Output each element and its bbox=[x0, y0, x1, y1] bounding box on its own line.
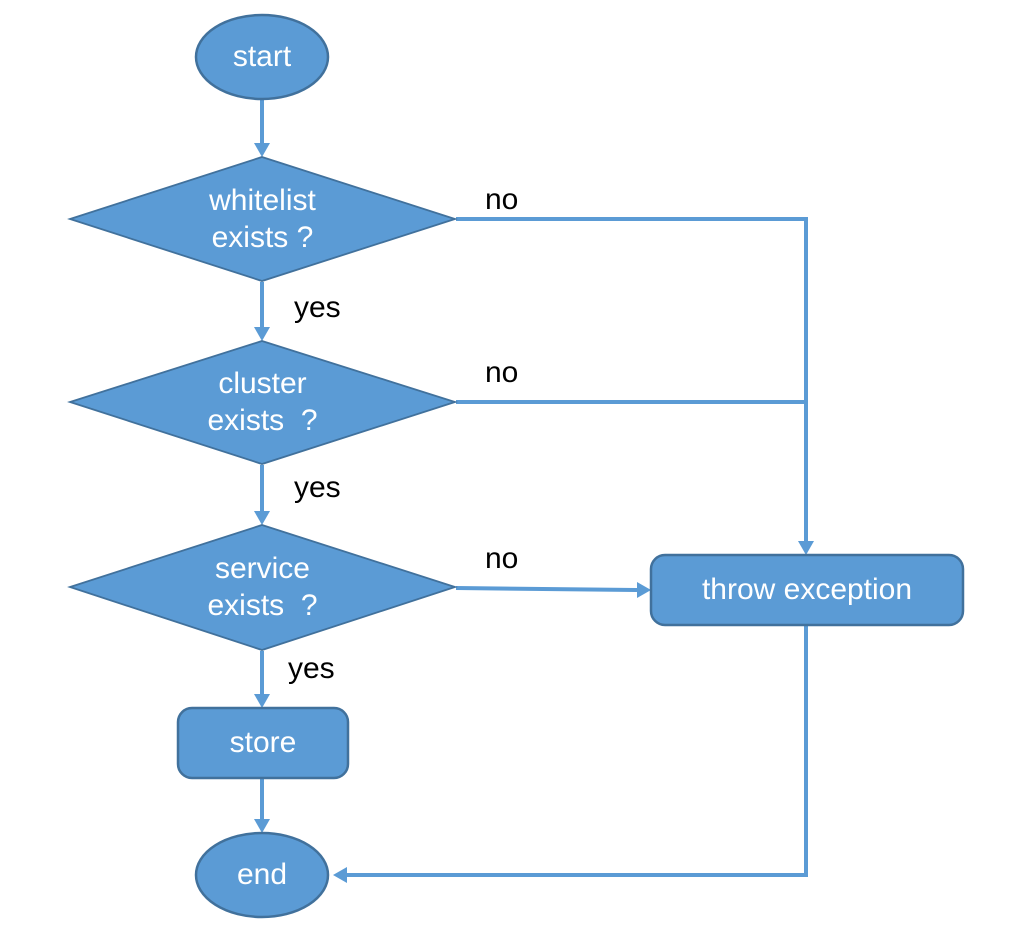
node-whitelist-shape bbox=[67, 156, 458, 282]
node-group bbox=[67, 13, 965, 919]
edge-exception-end bbox=[347, 626, 808, 877]
arrowhead-down-icon bbox=[254, 511, 270, 525]
arrowhead-down-icon bbox=[798, 541, 814, 555]
arrowhead-left-icon bbox=[333, 867, 347, 883]
node-store-shape bbox=[176, 706, 350, 780]
node-cluster-shape bbox=[67, 340, 458, 465]
arrowhead-down-icon bbox=[254, 694, 270, 708]
edge-service-no bbox=[455, 586, 638, 592]
arrowhead-down-icon bbox=[254, 327, 270, 341]
node-start-shape bbox=[194, 13, 330, 101]
connector-group bbox=[254, 100, 814, 883]
arrowhead-right-icon bbox=[637, 582, 651, 598]
edge-whitelist-no bbox=[456, 217, 808, 541]
node-throw-exception-shape bbox=[649, 553, 965, 627]
arrowhead-down-icon bbox=[254, 143, 270, 157]
node-end-shape bbox=[194, 831, 330, 919]
node-service-shape bbox=[67, 524, 458, 651]
arrowhead-down-icon bbox=[254, 819, 270, 833]
